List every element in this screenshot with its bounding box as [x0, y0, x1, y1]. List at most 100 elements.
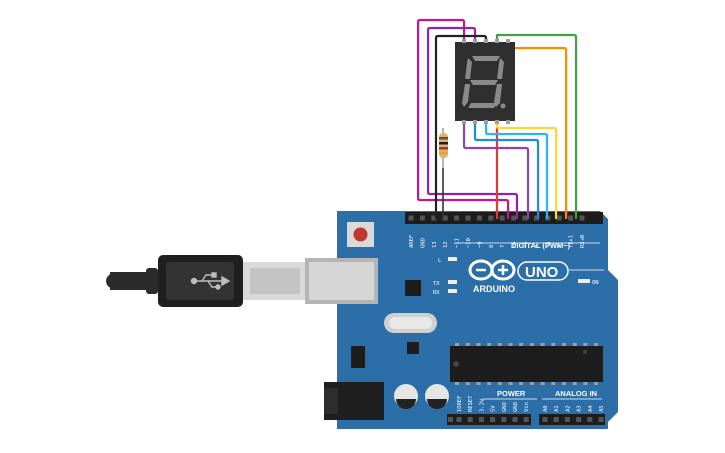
analog-pin-label: A5 — [599, 405, 605, 412]
digital-pin-label: 12 — [443, 241, 449, 248]
power-pin-hole[interactable] — [467, 417, 473, 422]
analog-pin-hole[interactable] — [564, 417, 570, 422]
digital-pin-hole[interactable] — [465, 215, 471, 221]
usb-symbol-icon — [190, 272, 231, 290]
digital-pin-label: 7 — [500, 245, 506, 248]
power-jack-opening — [324, 388, 338, 414]
analog-header — [539, 414, 605, 425]
reset-button[interactable] — [353, 227, 368, 242]
digital-pin-hole[interactable] — [476, 215, 482, 221]
digital-pin-label: TX▸1 — [569, 235, 575, 248]
digital-pin-hole[interactable] — [419, 215, 425, 221]
digital-pin-hole[interactable] — [454, 215, 460, 221]
display-pin[interactable] — [484, 120, 488, 124]
resistor-band-1 — [439, 137, 448, 140]
chip-pin — [572, 343, 577, 346]
cable-strain-relief — [110, 272, 148, 290]
wires — [416, 18, 578, 220]
power-pin-hole[interactable] — [501, 417, 507, 422]
digital-pin-hole[interactable] — [579, 215, 585, 221]
power-pin-label: 5V — [491, 405, 497, 412]
analog-pin-hole[interactable] — [542, 417, 548, 422]
analog-pin-hole[interactable] — [598, 417, 604, 422]
digital-pin-hole[interactable] — [568, 215, 574, 221]
chip-pin — [529, 382, 534, 385]
led-rx — [448, 289, 457, 293]
digital-pin-label: ~3 — [546, 241, 552, 248]
wire[interactable] — [416, 18, 510, 220]
display-pin[interactable] — [495, 120, 499, 124]
chip-pin — [540, 382, 545, 385]
digital-pin-hole[interactable] — [533, 215, 539, 221]
digital-pin-label: 2 — [557, 245, 563, 248]
analog-pin-label: A1 — [554, 405, 560, 412]
display-pin[interactable] — [506, 120, 510, 124]
brand-label: ARDUINO — [473, 284, 515, 294]
power-pin-label: RESET — [468, 395, 474, 412]
power-led — [578, 279, 590, 283]
display-pin[interactable] — [495, 39, 499, 43]
wire[interactable] — [495, 33, 578, 220]
resistor[interactable] — [439, 128, 448, 168]
digital-pin-label: 13 — [432, 241, 438, 248]
display-pin[interactable] — [462, 120, 466, 124]
chip-pin — [540, 343, 545, 346]
chip-pin — [551, 382, 556, 385]
digital-pin-label: ~6 — [512, 241, 518, 248]
wire[interactable] — [506, 38, 568, 220]
power-pin-hole[interactable] — [448, 417, 453, 422]
chip-pin — [465, 343, 470, 346]
digital-pin-hole[interactable] — [408, 215, 414, 221]
segment-a — [472, 56, 500, 61]
chip-pin — [551, 343, 556, 346]
wire[interactable] — [434, 34, 488, 220]
digital-pin-hole[interactable] — [488, 215, 494, 221]
chip-pin — [476, 343, 481, 346]
power-pin-hole[interactable] — [523, 417, 529, 422]
digital-pin-label: 8 — [489, 245, 495, 248]
wire[interactable] — [495, 120, 558, 220]
digital-pin-label: RX◂0 — [580, 235, 586, 248]
digital-pin-hole[interactable] — [499, 215, 505, 221]
digital-pin-hole[interactable] — [556, 215, 562, 221]
digital-pin-hole[interactable] — [522, 215, 528, 221]
usb-metal-shell-inner — [250, 268, 300, 294]
wire[interactable] — [484, 120, 549, 220]
digital-pin-hole[interactable] — [431, 215, 437, 221]
chip-pin — [497, 382, 502, 385]
voltage-regulator — [351, 346, 365, 368]
seven-segment-display[interactable] — [455, 39, 515, 124]
analog-pin-hole[interactable] — [553, 417, 559, 422]
display-pin[interactable] — [462, 39, 466, 43]
analog-pin-hole[interactable] — [576, 417, 582, 422]
digital-pin-hole[interactable] — [442, 215, 448, 221]
power-pin-hole[interactable] — [478, 417, 484, 422]
resistor-band-3 — [439, 147, 448, 150]
led-rx-label: RX — [433, 290, 440, 296]
digital-pin-holes — [408, 215, 585, 221]
power-pin-hole[interactable] — [490, 417, 496, 422]
segment-f — [465, 58, 472, 79]
segment-e — [462, 84, 470, 107]
wire[interactable] — [426, 26, 519, 220]
chip-pin — [583, 343, 588, 346]
wire[interactable] — [473, 120, 540, 220]
resistor-band-2 — [439, 142, 448, 145]
chip-pin — [594, 343, 599, 346]
power-pin-hole[interactable] — [456, 417, 462, 422]
wire[interactable] — [462, 120, 530, 220]
chip-pin — [455, 382, 459, 385]
display-pin[interactable] — [473, 39, 477, 43]
display-pin[interactable] — [473, 120, 477, 124]
display-pin[interactable] — [506, 39, 510, 43]
digital-pin-hole[interactable] — [511, 215, 517, 221]
display-pin[interactable] — [484, 39, 488, 43]
model-badge — [517, 261, 569, 281]
analog-pin-hole[interactable] — [587, 417, 593, 422]
chip-pin — [529, 343, 534, 346]
power-pin-hole[interactable] — [512, 417, 518, 422]
usb-cable[interactable] — [106, 255, 305, 307]
